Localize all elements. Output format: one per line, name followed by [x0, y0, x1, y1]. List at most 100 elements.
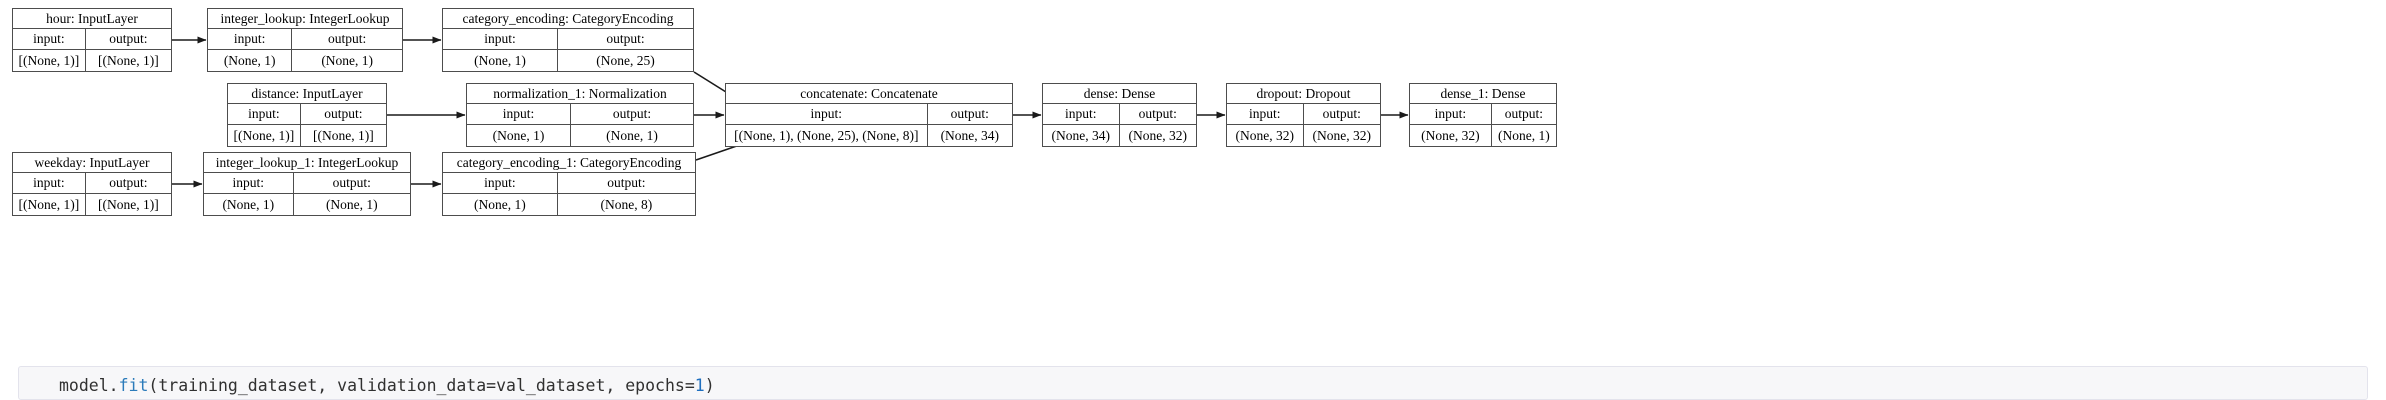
layer-input-shape: [(None, 1), (None, 25), (None, 8)] — [726, 125, 928, 146]
layer-output-label: output: — [607, 175, 646, 190]
layer-input-shape: [(None, 1)] — [13, 194, 86, 215]
layer-io-header: input: output: — [1227, 104, 1380, 125]
layer-output-label: output: — [606, 31, 645, 46]
layer-io-header: input: output: — [13, 29, 171, 50]
layer-node-title: category_encoding_1: CategoryEncoding — [443, 153, 695, 173]
layer-shape-row: [(None, 1)] [(None, 1)] — [13, 50, 171, 71]
layer-output-label: output: — [950, 106, 989, 121]
layer-input-shape: [(None, 1)] — [13, 50, 86, 71]
layer-shape-row: (None, 32) (None, 1) — [1410, 125, 1556, 146]
layer-output-shape: (None, 8) — [600, 196, 653, 212]
layer-input-shape: (None, 32) — [1410, 125, 1492, 146]
layer-output-label: output: — [324, 106, 363, 121]
layer-shape-row: (None, 1) (None, 25) — [443, 50, 693, 71]
code-token: (training_dataset, validation_data=val_d… — [148, 376, 695, 395]
layer-node-title: normalization_1: Normalization — [467, 84, 693, 104]
layer-input-shape: (None, 32) — [1227, 125, 1304, 146]
layer-node-title: dropout: Dropout — [1227, 84, 1380, 104]
layer-input-shape: (None, 1) — [443, 50, 558, 71]
layer-output-shape: (None, 1) — [606, 127, 658, 143]
layer-node-title: hour: InputLayer — [13, 9, 171, 29]
layer-shape-row: (None, 32) (None, 32) — [1227, 125, 1380, 146]
layer-node-title: category_encoding: CategoryEncoding — [443, 9, 693, 29]
layer-shape-row: [(None, 1)] [(None, 1)] — [228, 125, 386, 146]
layer-input-label: input: — [13, 173, 86, 193]
layer-io-header: input: output: — [467, 104, 693, 125]
layer-shape-row: (None, 1) (None, 8) — [443, 194, 695, 215]
layer-output-shape: (None, 1) — [325, 196, 378, 212]
layer-output-shape: (None, 32) — [1312, 127, 1371, 143]
layer-output-shape: (None, 25) — [596, 52, 655, 68]
layer-shape-row: (None, 1) (None, 1) — [204, 194, 410, 215]
layer-io-header: input: output: — [208, 29, 402, 50]
layer-io-header: input: output: — [1043, 104, 1196, 125]
layer-output-label: output: — [109, 175, 148, 190]
code-token: fit — [118, 376, 149, 395]
layer-output-shape: (None, 1) — [1498, 127, 1550, 143]
layer-input-shape: (None, 1) — [467, 125, 571, 146]
layer-output-shape: [(None, 1)] — [97, 196, 159, 212]
layer-io-header: input: output: — [443, 173, 695, 194]
code-token: model. — [59, 376, 119, 395]
layer-node-title: integer_lookup: IntegerLookup — [208, 9, 402, 29]
layer-output-shape: (None, 32) — [1128, 127, 1187, 143]
layer-input-shape: [(None, 1)] — [228, 125, 301, 146]
layer-shape-row: (None, 1)(None, 1) — [208, 50, 402, 71]
layer-output-shape: (None, 1) — [321, 52, 374, 68]
layer-input-label: input: — [204, 173, 294, 193]
layer-input-label: input: — [13, 29, 86, 49]
layer-input-label: input: — [726, 104, 928, 124]
layer-output-label: output: — [109, 31, 148, 46]
layer-input-label: input: — [443, 29, 558, 49]
layer-output-label: output: — [1322, 106, 1361, 121]
code-token: ) — [704, 376, 715, 395]
layer-node-title: distance: InputLayer — [228, 84, 386, 104]
layer-output-shape: [(None, 1)] — [97, 52, 159, 68]
layer-input-shape: (None, 34) — [1043, 125, 1120, 146]
layer-io-header: input: output: — [443, 29, 693, 50]
layer-input-label: input: — [1227, 104, 1304, 124]
layer-output-shape: [(None, 1)] — [312, 127, 374, 143]
layer-input-label: input: — [467, 104, 571, 124]
layer-input-shape: (None, 1) — [443, 194, 558, 215]
layer-input-shape: (None, 1) — [204, 194, 294, 215]
layer-output-label: output: — [612, 106, 652, 121]
layer-output-label: output: — [1504, 106, 1543, 121]
code-token: 1 — [694, 376, 705, 395]
layer-io-header: input: output: — [726, 104, 1012, 125]
layer-shape-row: [(None, 1), (None, 25), (None, 8)] (None,… — [726, 125, 1012, 146]
layer-node-title: dense_1: Dense — [1410, 84, 1556, 104]
layer-output-label: output: — [1138, 106, 1177, 121]
code-line: model.fit(training_dataset, validation_d… — [59, 376, 715, 395]
layer-node-title: weekday: InputLayer — [13, 153, 171, 173]
layer-io-header: input: output: — [204, 173, 410, 194]
layer-shape-row: [(None, 1)] [(None, 1)] — [13, 194, 171, 215]
layer-output-shape: (None, 34) — [940, 127, 1000, 143]
layer-input-label: input: — [1043, 104, 1120, 124]
layer-node-title: dense: Dense — [1043, 84, 1196, 104]
layer-output-label: output: — [328, 31, 367, 46]
layer-output-label: output: — [332, 175, 371, 190]
layer-input-label: input: — [208, 29, 293, 49]
layer-shape-row: (None, 1) (None, 1) — [467, 125, 693, 146]
layer-input-label: input: — [443, 173, 558, 193]
layer-shape-row: (None, 34) (None, 32) — [1043, 125, 1196, 146]
layer-io-header: input: output: — [228, 104, 386, 125]
layer-input-label: input: — [228, 104, 301, 124]
layer-input-label: input: — [1410, 104, 1492, 124]
code-cell[interactable]: model.fit(training_dataset, validation_d… — [18, 366, 2368, 400]
layer-node-title: integer_lookup_1: IntegerLookup — [204, 153, 410, 173]
layer-io-header: input: output: — [13, 173, 171, 194]
